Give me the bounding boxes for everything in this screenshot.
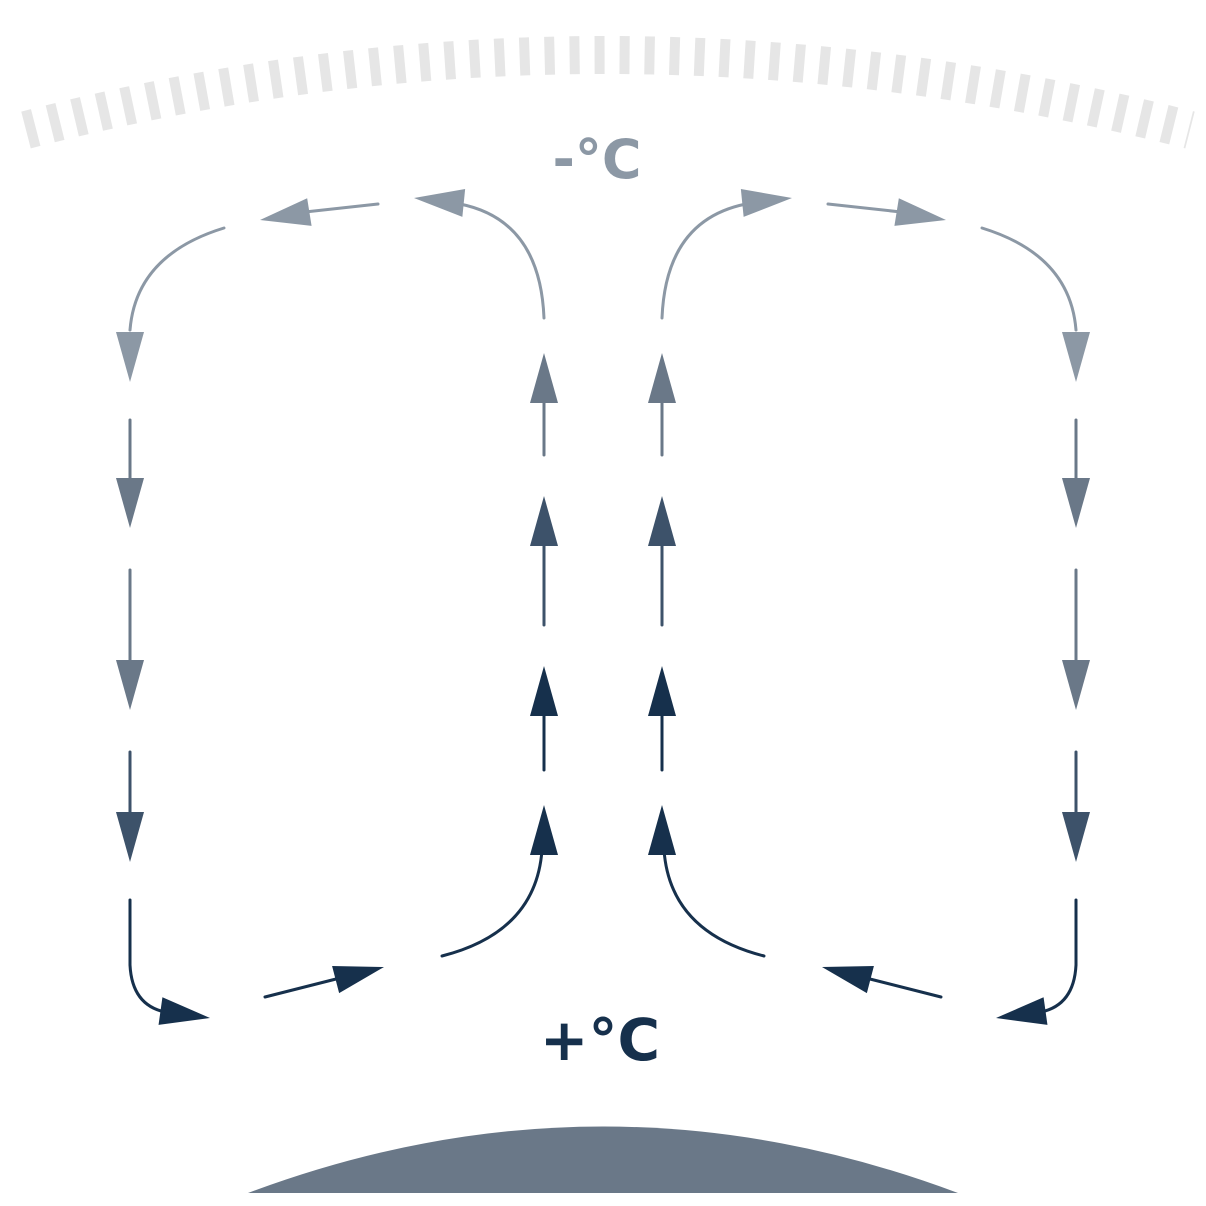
arrow-left-up-1-head [530, 666, 558, 716]
arrow-left-down-curve [116, 226, 226, 382]
arrow-right-bottom-corner [996, 898, 1078, 1025]
cold-label: -°C [552, 128, 641, 191]
arrow-left-up-1 [530, 666, 558, 772]
arrow-left-top-left-head [260, 198, 312, 226]
arrow-right-down-2 [1062, 568, 1090, 710]
arrow-left-bottom-corner-head [158, 997, 210, 1025]
arrow-right-top-right-shaft [826, 202, 903, 214]
arrow-left-up-3-head [530, 353, 558, 403]
arrow-left-up-2-head [530, 496, 558, 546]
arrow-left-down-1-head [116, 478, 144, 528]
arrow-left-center-curve-shaft [440, 848, 544, 958]
arrow-right-down-1 [1062, 418, 1090, 528]
arrow-right-up-2-head [648, 496, 676, 546]
arrow-left-down-curve-shaft [128, 226, 226, 332]
arrow-left-up-3 [530, 353, 558, 457]
arrow-left-top-curve-head [414, 189, 466, 217]
arrow-right-bottom-left-shaft [864, 976, 943, 999]
arrow-left-bottom-right-head [332, 966, 384, 994]
arrow-left-top-left-shaft [303, 202, 380, 214]
arrow-left-bottom-corner [128, 898, 210, 1025]
arrow-left-top-curve [414, 189, 546, 320]
arrow-right-down-curve-shaft [980, 226, 1078, 332]
arrow-right-down-2-head [1062, 660, 1090, 710]
arrow-right-bottom-corner-head [996, 997, 1048, 1025]
arrow-left-down-3 [116, 750, 144, 862]
arrow-right-up-curve-top-head [740, 189, 792, 217]
arrow-left-bottom-right-shaft [263, 976, 342, 999]
arrow-left-top-curve-shaft [458, 202, 546, 320]
arrow-right-bottom-left-head [822, 966, 874, 994]
arrow-right-down-curve [980, 226, 1090, 382]
arrow-right-down-curve-head [1062, 332, 1090, 382]
heat-source-mound [248, 1126, 958, 1193]
arrow-right-center-curve-shaft [662, 848, 766, 958]
arrow-left-down-3-head [116, 812, 144, 862]
arrow-left-down-curve-head [116, 332, 144, 382]
arrow-right-top-right [826, 198, 946, 226]
convection-arrows [116, 189, 1090, 1025]
arrow-left-down-2-head [116, 660, 144, 710]
arrow-left-down-2 [116, 568, 144, 710]
arrow-right-top-right-head [894, 198, 946, 226]
arrow-left-bottom-right [263, 966, 384, 999]
arrow-right-down-3-head [1062, 812, 1090, 862]
arrow-right-up-2 [648, 496, 676, 627]
arrow-right-bottom-corner-shaft [1039, 898, 1078, 1014]
arrow-left-up-2 [530, 496, 558, 627]
arrow-right-up-3-head [648, 353, 676, 403]
arrow-right-center-curve [648, 805, 766, 958]
arrow-right-up-1-head [648, 666, 676, 716]
arrow-right-up-curve-top [660, 189, 792, 320]
arrow-right-up-3 [648, 353, 676, 457]
arrow-right-down-1-head [1062, 478, 1090, 528]
arrow-right-bottom-left [822, 966, 943, 999]
warm-label: +°C [540, 1006, 660, 1074]
arrow-right-up-curve-top-shaft [660, 202, 748, 320]
arrow-left-bottom-corner-shaft [128, 898, 167, 1014]
arrow-right-down-3 [1062, 750, 1090, 862]
arrow-left-down-1 [116, 418, 144, 528]
cold-boundary-dashed-arc [21, 36, 1195, 149]
arrow-left-center-curve-head [530, 805, 558, 855]
arrow-left-top-left [260, 198, 380, 226]
arrow-right-up-1 [648, 666, 676, 772]
arrow-left-center-curve [440, 805, 558, 958]
arrow-right-center-curve-head [648, 805, 676, 855]
